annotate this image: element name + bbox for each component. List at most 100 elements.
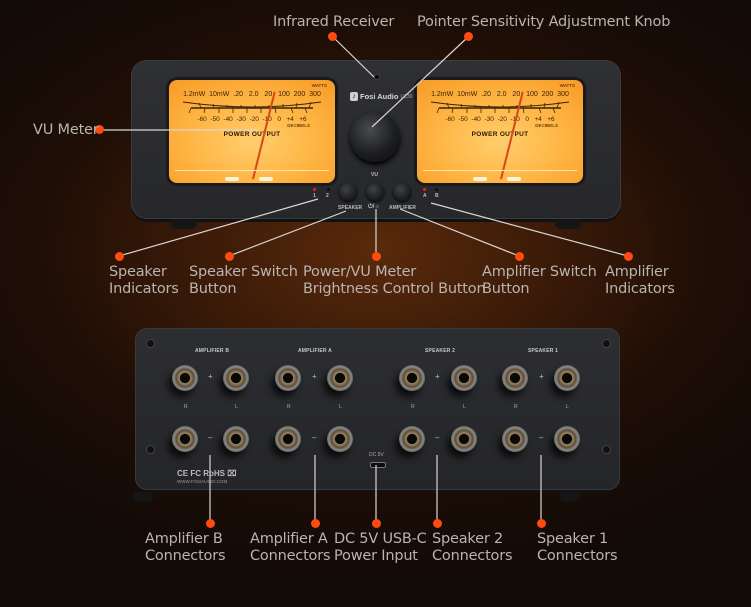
callout-line-2: Connectors <box>145 548 226 564</box>
callout-amp-b-connectors: Amplifier B Connectors <box>145 531 226 565</box>
decibels-label: DECIBELS <box>535 123 558 128</box>
left-label: L <box>463 404 466 410</box>
power-output-label: POWER OUTPUT <box>471 131 529 138</box>
binding-post-spk-2-r-plus[interactable] <box>399 365 425 391</box>
power-button-label: ⏻/☼ <box>368 204 380 210</box>
certification-marks: CE FC RoHS ⌧ <box>177 469 237 478</box>
binding-post-amp-b-l-minus[interactable] <box>223 426 249 452</box>
screw <box>603 446 610 453</box>
callout-power-button: Power/VU Meter Brightness Control Button <box>303 264 486 298</box>
callout-amplifier-switch: Amplifier Switch Button <box>482 264 597 298</box>
watts-label: WATTS <box>311 83 327 88</box>
binding-post-amp-a-l-plus[interactable] <box>327 365 353 391</box>
callout-speaker1-connectors: Speaker 1 Connectors <box>537 531 618 565</box>
watts-tick: 10mW <box>209 91 230 98</box>
db-tick: 0 <box>525 116 529 123</box>
speaker-switch-button[interactable] <box>339 183 357 201</box>
db-tick: -40 <box>223 116 233 123</box>
amplifier-indicator-b: B <box>435 193 439 199</box>
line-knob <box>371 36 469 128</box>
screw <box>147 446 154 453</box>
callout-speaker2-connectors: Speaker 2 Connectors <box>432 531 513 565</box>
right-label: R <box>514 404 518 410</box>
callout-line-1: Amplifier A <box>250 531 328 547</box>
meter-lamp <box>259 177 273 181</box>
binding-post-spk-1-l-plus[interactable] <box>554 365 580 391</box>
minus-sign: – <box>208 433 213 442</box>
vu-meter-left: WATTS 1.2mW 10mW .20 2.0 20 100 200 300 <box>169 80 335 183</box>
rear-foot-left <box>133 492 153 502</box>
watts-tick: 200 <box>293 91 306 98</box>
callout-dot-power <box>372 252 381 261</box>
db-tick: -50 <box>210 116 220 123</box>
binding-post-spk-2-r-minus[interactable] <box>399 426 425 452</box>
callout-amplifier-indicators: Amplifier Indicators <box>605 264 675 298</box>
line-infrared <box>332 36 375 78</box>
binding-post-spk-1-r-minus[interactable] <box>502 426 528 452</box>
meter-baseline <box>423 170 577 171</box>
watts-tick: .20 <box>233 91 243 98</box>
callout-vu-meter: VU Meter <box>33 122 99 138</box>
meter-lamp <box>507 177 521 181</box>
line-speaker-switch <box>228 210 347 257</box>
usb-c-port[interactable] <box>370 462 386 468</box>
power-brightness-button[interactable] <box>366 183 384 201</box>
watts-tick: 100 <box>278 91 290 98</box>
callout-line-2: Connectors <box>537 548 618 564</box>
line-amp-switch <box>399 208 520 257</box>
callout-line-2: Connectors <box>250 548 331 564</box>
binding-post-amp-b-l-plus[interactable] <box>223 365 249 391</box>
db-tick: -30 <box>236 116 246 123</box>
binding-post-amp-a-r-plus[interactable] <box>275 365 301 391</box>
speaker-indicator-1: 1 <box>313 193 316 199</box>
amplifier-led-b <box>435 188 438 191</box>
minus-sign: – <box>312 433 317 442</box>
left-label: L <box>339 404 342 410</box>
watts-tick: 300 <box>309 91 321 98</box>
db-tick: -40 <box>471 116 481 123</box>
callout-infrared-receiver: Infrared Receiver <box>273 14 395 30</box>
binding-post-spk-1-r-plus[interactable] <box>502 365 528 391</box>
watts-tick: 1.2mW <box>183 91 206 98</box>
minus-sign: – <box>539 433 544 442</box>
callout-line-1: Speaker Switch <box>189 264 298 280</box>
watts-tick: 2.0 <box>248 91 259 98</box>
binding-post-spk-2-l-plus[interactable] <box>451 365 477 391</box>
infrared-receiver <box>375 75 379 79</box>
callout-speaker-switch: Speaker Switch Button <box>189 264 298 298</box>
db-tick: -20 <box>497 116 507 123</box>
plus-sign: + <box>312 372 317 381</box>
section-label-amplifier-b: AMPLIFIER B <box>195 348 230 354</box>
line-speaker-indicators <box>118 198 319 257</box>
binding-post-amp-a-r-minus[interactable] <box>275 426 301 452</box>
binding-post-amp-b-r-plus[interactable] <box>172 365 198 391</box>
binding-post-spk-2-l-minus[interactable] <box>451 426 477 452</box>
callout-line-1: Amplifier B <box>145 531 223 547</box>
binding-post-spk-1-l-minus[interactable] <box>554 426 580 452</box>
speaker-led-1 <box>313 188 316 191</box>
rear-foot-right <box>560 492 580 502</box>
front-foot-right <box>555 219 581 229</box>
callout-dot-spk-2 <box>433 519 442 528</box>
vu-label: VU <box>371 172 378 178</box>
callout-line-2: Indicators <box>109 281 179 297</box>
watts-tick: 10mW <box>457 91 478 98</box>
watts-label: WATTS <box>559 83 575 88</box>
db-tick: -50 <box>458 116 468 123</box>
watts-tick: .20 <box>481 91 491 98</box>
left-label: L <box>235 404 238 410</box>
callout-line-2: Power Input <box>334 548 418 564</box>
amplifier-switch-button[interactable] <box>393 183 411 201</box>
watts-tick: 200 <box>541 91 554 98</box>
watts-tick: 20 <box>264 91 273 98</box>
db-tick: +4 <box>286 116 294 123</box>
binding-post-amp-b-r-minus[interactable] <box>172 426 198 452</box>
meter-lamp <box>225 177 239 181</box>
db-tick: 0 <box>277 116 281 123</box>
meter-scale-arc <box>430 101 570 114</box>
binding-post-amp-a-l-minus[interactable] <box>327 426 353 452</box>
meter-lamp <box>473 177 487 181</box>
watts-tick: 1.2mW <box>431 91 454 98</box>
pointer-sensitivity-knob[interactable] <box>350 112 400 162</box>
